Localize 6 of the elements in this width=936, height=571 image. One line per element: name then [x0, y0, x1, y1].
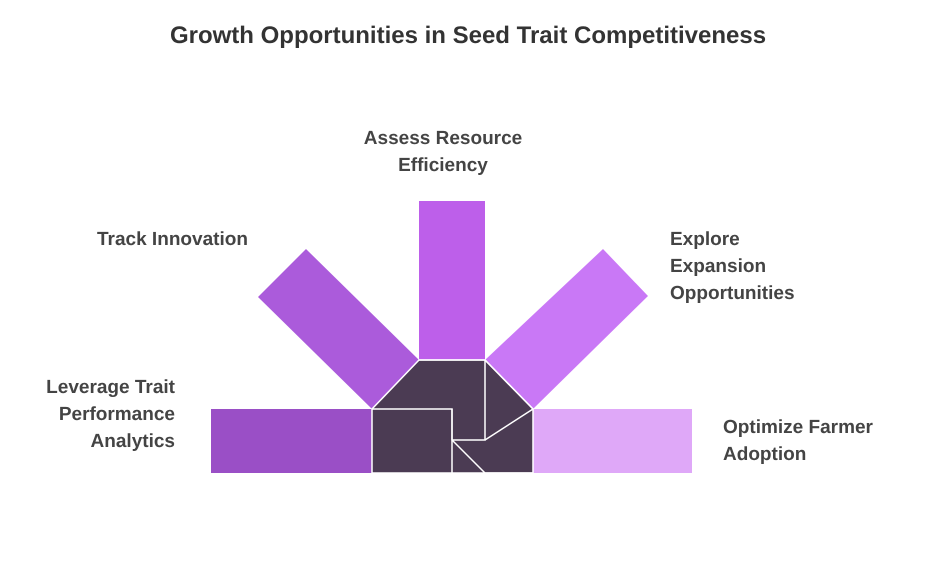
bar-label: Leverage Trait Performance Analytics [5, 374, 175, 455]
bar-label: Optimize Farmer Adoption [723, 414, 913, 468]
bar-label: Track Innovation [97, 226, 287, 253]
bar-label: Explore Expansion Opportunities [670, 226, 830, 307]
title: Growth Opportunities in Seed Trait Competitiveness [168, 22, 768, 50]
bar-label: Assess Resource Efficiency [343, 125, 543, 179]
